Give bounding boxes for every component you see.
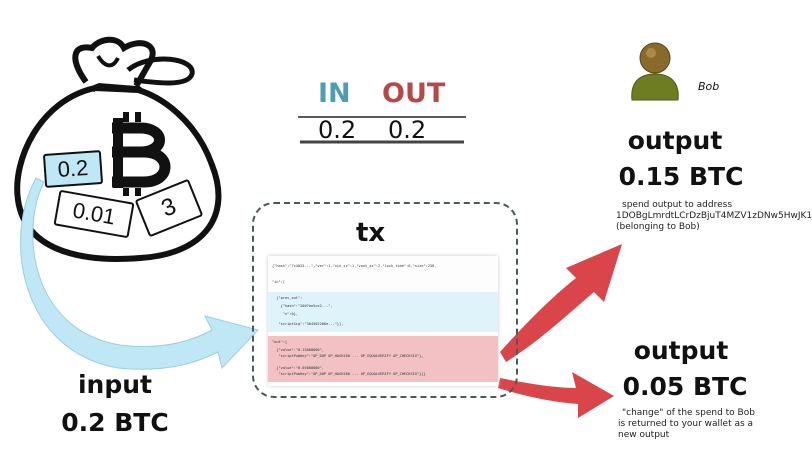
output1-label: output (627, 126, 723, 155)
tx-code-line-1: "in":[ (272, 280, 285, 284)
tx-input-highlight (268, 292, 498, 332)
input-arrow-icon (20, 177, 259, 370)
bob-name: Bob (698, 80, 720, 93)
tx-code-line-4: "n":0}, (272, 312, 298, 316)
coin-tag-big: 0.2 (42, 150, 104, 188)
tx-code-line-10: "scriptPubKey":"OP_DUP OP_HASH160 ... OP… (272, 372, 426, 376)
bob-avatar-icon (631, 42, 679, 101)
in-value: 0.2 (318, 116, 357, 144)
tx-code-line-3: {"hash":"2007ae5ce2...", (272, 304, 333, 308)
tx-code-line-7: {"value":"0.15000000", (272, 348, 324, 352)
input-amount: 0.2 BTC (61, 408, 169, 437)
output2-amount: 0.05 BTC (622, 372, 748, 401)
output1-note-3: (belonging to Bob) (616, 222, 700, 232)
output2-note-2: is returned to your wallet as a (618, 419, 754, 429)
tx-code-panel: {"hash":"7c4025...","ver":1,"vin_sz":1,"… (268, 256, 498, 386)
output2-note-3: new output (618, 430, 670, 440)
output-arrow-up-icon (500, 244, 622, 362)
in-label: IN (318, 78, 351, 109)
output-arrow-right-icon (498, 372, 614, 418)
transaction-box (252, 202, 518, 398)
tx-code-line-6: "out":[ (272, 340, 288, 344)
tx-code-line-0: {"hash":"7c4025...","ver":1,"vin_sz":1,"… (272, 264, 437, 268)
tx-code-line-5: "scriptSig":"304502206e..."}], (272, 322, 344, 326)
tx-code-line-8: "scriptPubKey":"OP_DUP OP_HASH160 ... OP… (272, 354, 424, 358)
input-label: input (77, 370, 152, 399)
bitcoin-symbol-icon (112, 112, 171, 196)
output2-note-1: "change" of the spend to Bob (622, 408, 755, 418)
output1-note-2: 1DOBgLmrdtLCrDzBjuT4MZV1zDNw5HwJK1 (616, 211, 812, 221)
tx-code-line-9: {"value":"0.05000000", (272, 366, 324, 370)
output1-note-1: spend output to address (622, 200, 733, 210)
out-value: 0.2 (388, 116, 427, 144)
output1-amount: 0.15 BTC (618, 162, 744, 191)
output2-label: output (633, 336, 729, 365)
tx-code-line-2: {"prev_out": (272, 296, 303, 300)
coin-tag-big-value: 0.2 (56, 154, 90, 183)
tx-title: tx (356, 218, 386, 248)
tx-output-highlight (268, 336, 498, 382)
out-label: OUT (382, 78, 446, 109)
